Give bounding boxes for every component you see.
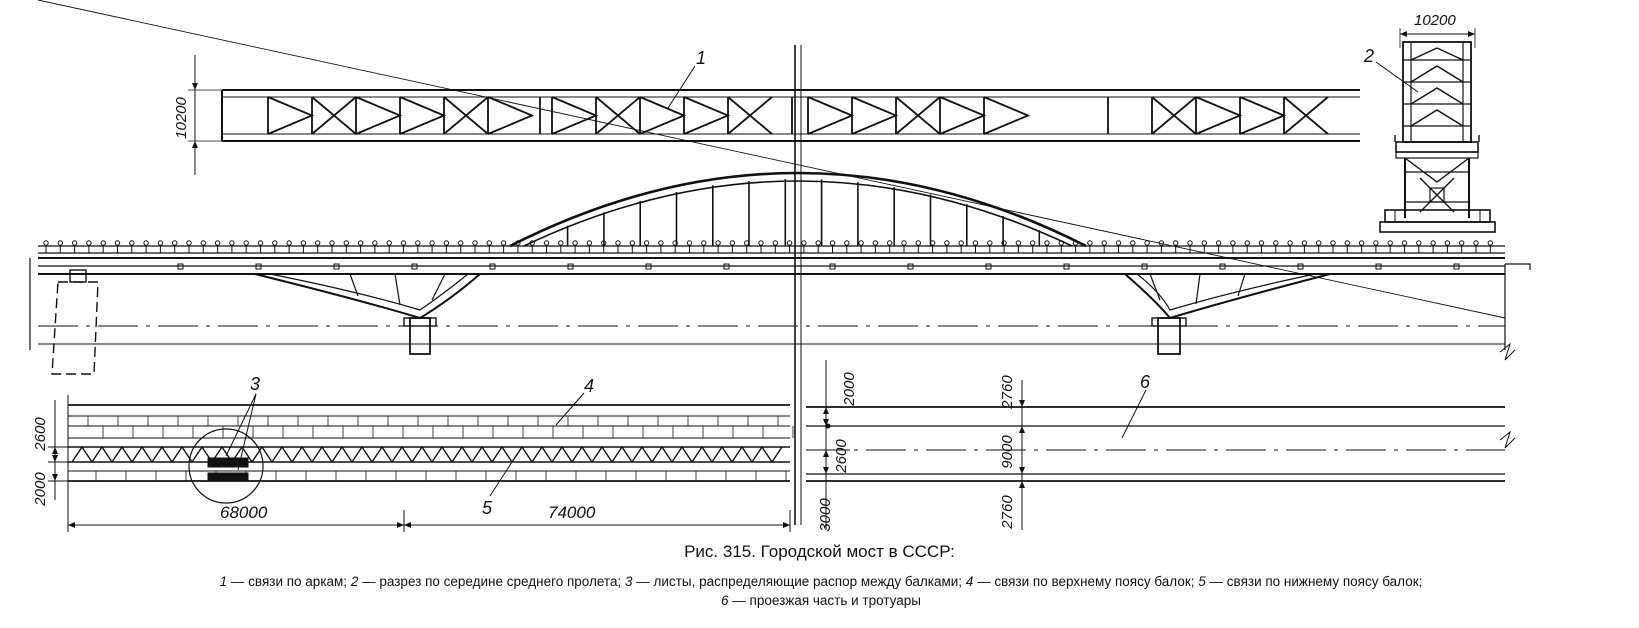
legend-item: 6 — проезжая часть и тротуары <box>721 593 921 608</box>
callout-3-label: 3 <box>250 374 260 394</box>
mid-span-section <box>1379 28 1496 233</box>
callout-2-label: 2 <box>1363 46 1374 66</box>
legend-item: 3 — листы, распределяющие распор между б… <box>625 574 962 589</box>
left-lower-label: 2000 <box>32 472 49 507</box>
legend-item-text: — разрез по середине среднего пролета; <box>362 574 622 589</box>
callout-1-leader <box>667 65 696 109</box>
legend-item-number: 4 <box>965 574 974 589</box>
legend-item-text: — связи по верхнему поясу балок; <box>977 574 1195 589</box>
legend-item: 4 — связи по верхнему поясу балок; <box>966 574 1195 589</box>
mid-top-label: 2000 <box>841 372 858 407</box>
right-bottom-label: 2760 <box>999 495 1016 530</box>
plan-width-label: 10200 <box>173 96 190 138</box>
figure-legend: 1 — связи по аркам; 2 — разрез по середи… <box>6 572 1636 610</box>
legend-item: 1 — связи по аркам; <box>220 574 347 589</box>
right-middle-label: 9000 <box>999 435 1016 469</box>
section-width-label: 10200 <box>1414 12 1456 29</box>
callout-4-label: 4 <box>584 376 594 396</box>
callout-3-leader-a <box>225 393 257 457</box>
bridge-drawing: 10200 1 10200 2 <box>29 0 1531 532</box>
legend-item-text: — связи по нижнему поясу балок; <box>1209 574 1423 589</box>
middle-dimensions <box>818 360 850 530</box>
bridge-elevation <box>29 0 1531 375</box>
break-line <box>794 45 802 525</box>
callout-6-leader <box>1121 389 1147 439</box>
right-top-label: 2760 <box>999 375 1016 410</box>
plan-width-dimension <box>188 55 222 175</box>
callout-6-label: 6 <box>1140 372 1151 392</box>
callout-1-label: 1 <box>696 48 706 68</box>
legend-item-number: 3 <box>625 574 633 589</box>
legend-item-number: 2 <box>350 574 359 589</box>
figure-caption-title: Рис. 315. Городской мост в СССР: <box>684 542 955 561</box>
left-dimensions <box>48 400 70 500</box>
legend-item: 5 — связи по нижнему поясу балок; <box>1198 574 1422 589</box>
callout-5-label: 5 <box>482 498 493 518</box>
mid-middle-label: 2600 <box>833 439 850 474</box>
legend-item-number: 6 <box>721 593 729 608</box>
callout-3-leader-b <box>237 393 257 471</box>
callout-4-leader <box>555 392 585 426</box>
callout-2-leader <box>1375 61 1419 93</box>
span-left-label: 68000 <box>220 503 268 522</box>
arch-bracing-plan <box>221 89 1360 142</box>
legend-item-text: — связи по аркам; <box>230 574 348 589</box>
mid-bottom-label: 3000 <box>817 498 834 532</box>
callout-5-leader <box>489 461 513 497</box>
girder-bracing-plan <box>68 404 1516 504</box>
legend-item-number: 5 <box>1198 574 1206 589</box>
span-right-label: 74000 <box>548 503 596 522</box>
span-dimensions <box>67 395 791 532</box>
legend-item-number: 1 <box>219 574 228 589</box>
legend-item: 2 — разрез по середине среднего пролета; <box>351 574 621 589</box>
legend-item-text: — проезжая часть и тротуары <box>732 593 921 608</box>
legend-item-text: — листы, распределяющие распор между бал… <box>636 574 963 589</box>
left-upper-label: 2600 <box>32 417 49 452</box>
